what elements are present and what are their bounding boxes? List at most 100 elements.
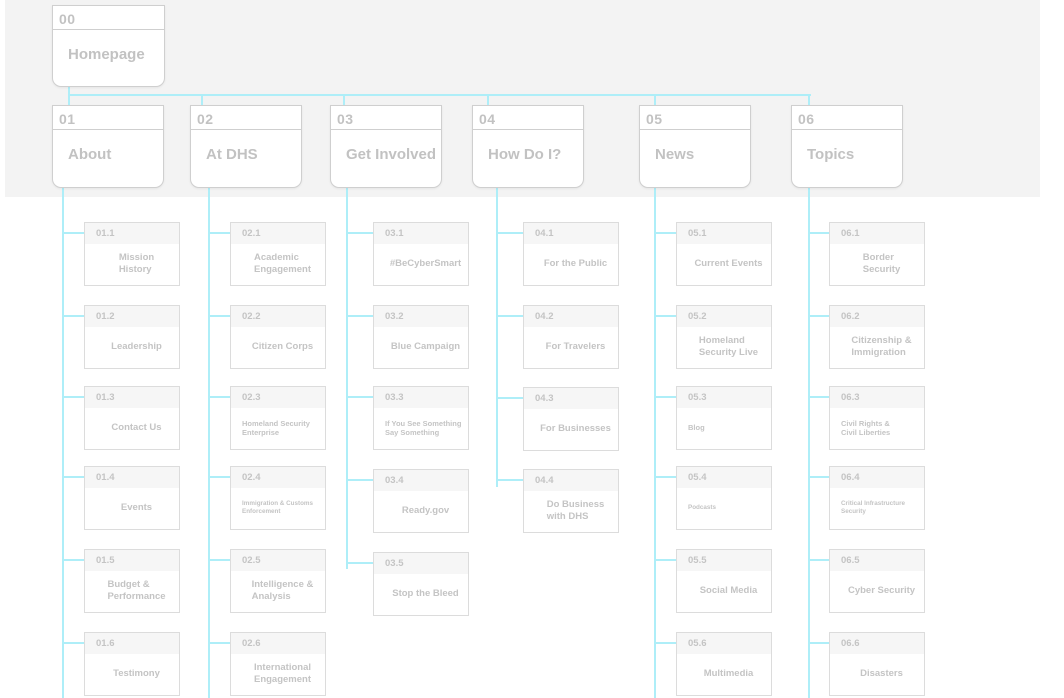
page-box-03-1[interactable]: 03.1#BeCyberSmart bbox=[373, 222, 469, 286]
page-number: 06.6 bbox=[830, 633, 924, 654]
page-number: 01.5 bbox=[85, 550, 179, 571]
branch-connector bbox=[208, 396, 230, 398]
page-number: 01.3 bbox=[85, 387, 179, 408]
branch-connector bbox=[346, 396, 373, 398]
page-number: 02.2 bbox=[231, 306, 325, 327]
page-number: 04.3 bbox=[524, 388, 618, 409]
section-drop-02 bbox=[201, 94, 203, 106]
node-label: Topics bbox=[807, 146, 855, 163]
node-number: 06 bbox=[792, 106, 902, 130]
branch-connector bbox=[654, 232, 676, 234]
page-label: Critical Infrastructure Security bbox=[841, 499, 906, 516]
node-label: News bbox=[655, 146, 695, 163]
spine-connector-01 bbox=[62, 187, 64, 698]
page-label: Contact Us bbox=[111, 422, 162, 433]
branch-connector bbox=[62, 232, 84, 234]
node-number: 01 bbox=[53, 106, 163, 130]
branch-connector bbox=[62, 559, 84, 561]
page-label: Podcasts bbox=[688, 503, 716, 511]
page-number: 05.2 bbox=[677, 306, 771, 327]
node-number: 05 bbox=[640, 106, 750, 130]
branch-connector bbox=[654, 559, 676, 561]
branch-connector bbox=[496, 315, 523, 317]
page-number: 02.3 bbox=[231, 387, 325, 408]
branch-connector bbox=[346, 479, 373, 481]
branch-connector bbox=[808, 396, 829, 398]
page-label: Academic Engagement bbox=[253, 252, 311, 275]
branch-connector bbox=[62, 476, 84, 478]
branch-connector bbox=[208, 642, 230, 644]
branch-connector bbox=[808, 476, 829, 478]
branch-connector bbox=[208, 559, 230, 561]
page-label: Homeland Security Enterprise bbox=[242, 418, 310, 438]
branch-connector bbox=[654, 396, 676, 398]
page-number: 04.4 bbox=[524, 470, 618, 491]
page-label: If You See Something Say Something bbox=[385, 418, 462, 438]
page-number: 01.1 bbox=[85, 223, 179, 244]
page-label: Citizen Corps bbox=[251, 341, 314, 352]
branch-connector bbox=[62, 315, 84, 317]
branch-connector bbox=[808, 315, 829, 317]
branch-connector bbox=[62, 396, 84, 398]
branch-connector bbox=[496, 397, 523, 399]
page-number: 02.1 bbox=[231, 223, 325, 244]
page-label: Immigration & Customs Enforcement bbox=[242, 499, 314, 516]
section-drop-03 bbox=[343, 94, 345, 106]
page-label: Budget & Performance bbox=[107, 579, 166, 602]
page-label: Events bbox=[120, 502, 153, 513]
page-number: 05.5 bbox=[677, 550, 771, 571]
page-label: Border Security bbox=[862, 252, 901, 275]
node-label: At DHS bbox=[206, 146, 258, 163]
section-drop-01 bbox=[68, 94, 70, 106]
homepage-node[interactable]: 00 Homepage bbox=[52, 5, 165, 87]
page-number: 02.4 bbox=[231, 467, 325, 488]
spine-connector-03 bbox=[346, 187, 348, 569]
page-number: 06.2 bbox=[830, 306, 924, 327]
page-label: Blue Campaign bbox=[390, 341, 461, 352]
root-connector bbox=[68, 86, 70, 95]
branch-connector bbox=[808, 232, 829, 234]
page-label: International Engagement bbox=[253, 662, 311, 685]
node-label: How Do I? bbox=[488, 146, 562, 163]
page-label: For Travelers bbox=[545, 341, 606, 352]
branch-connector bbox=[654, 476, 676, 478]
